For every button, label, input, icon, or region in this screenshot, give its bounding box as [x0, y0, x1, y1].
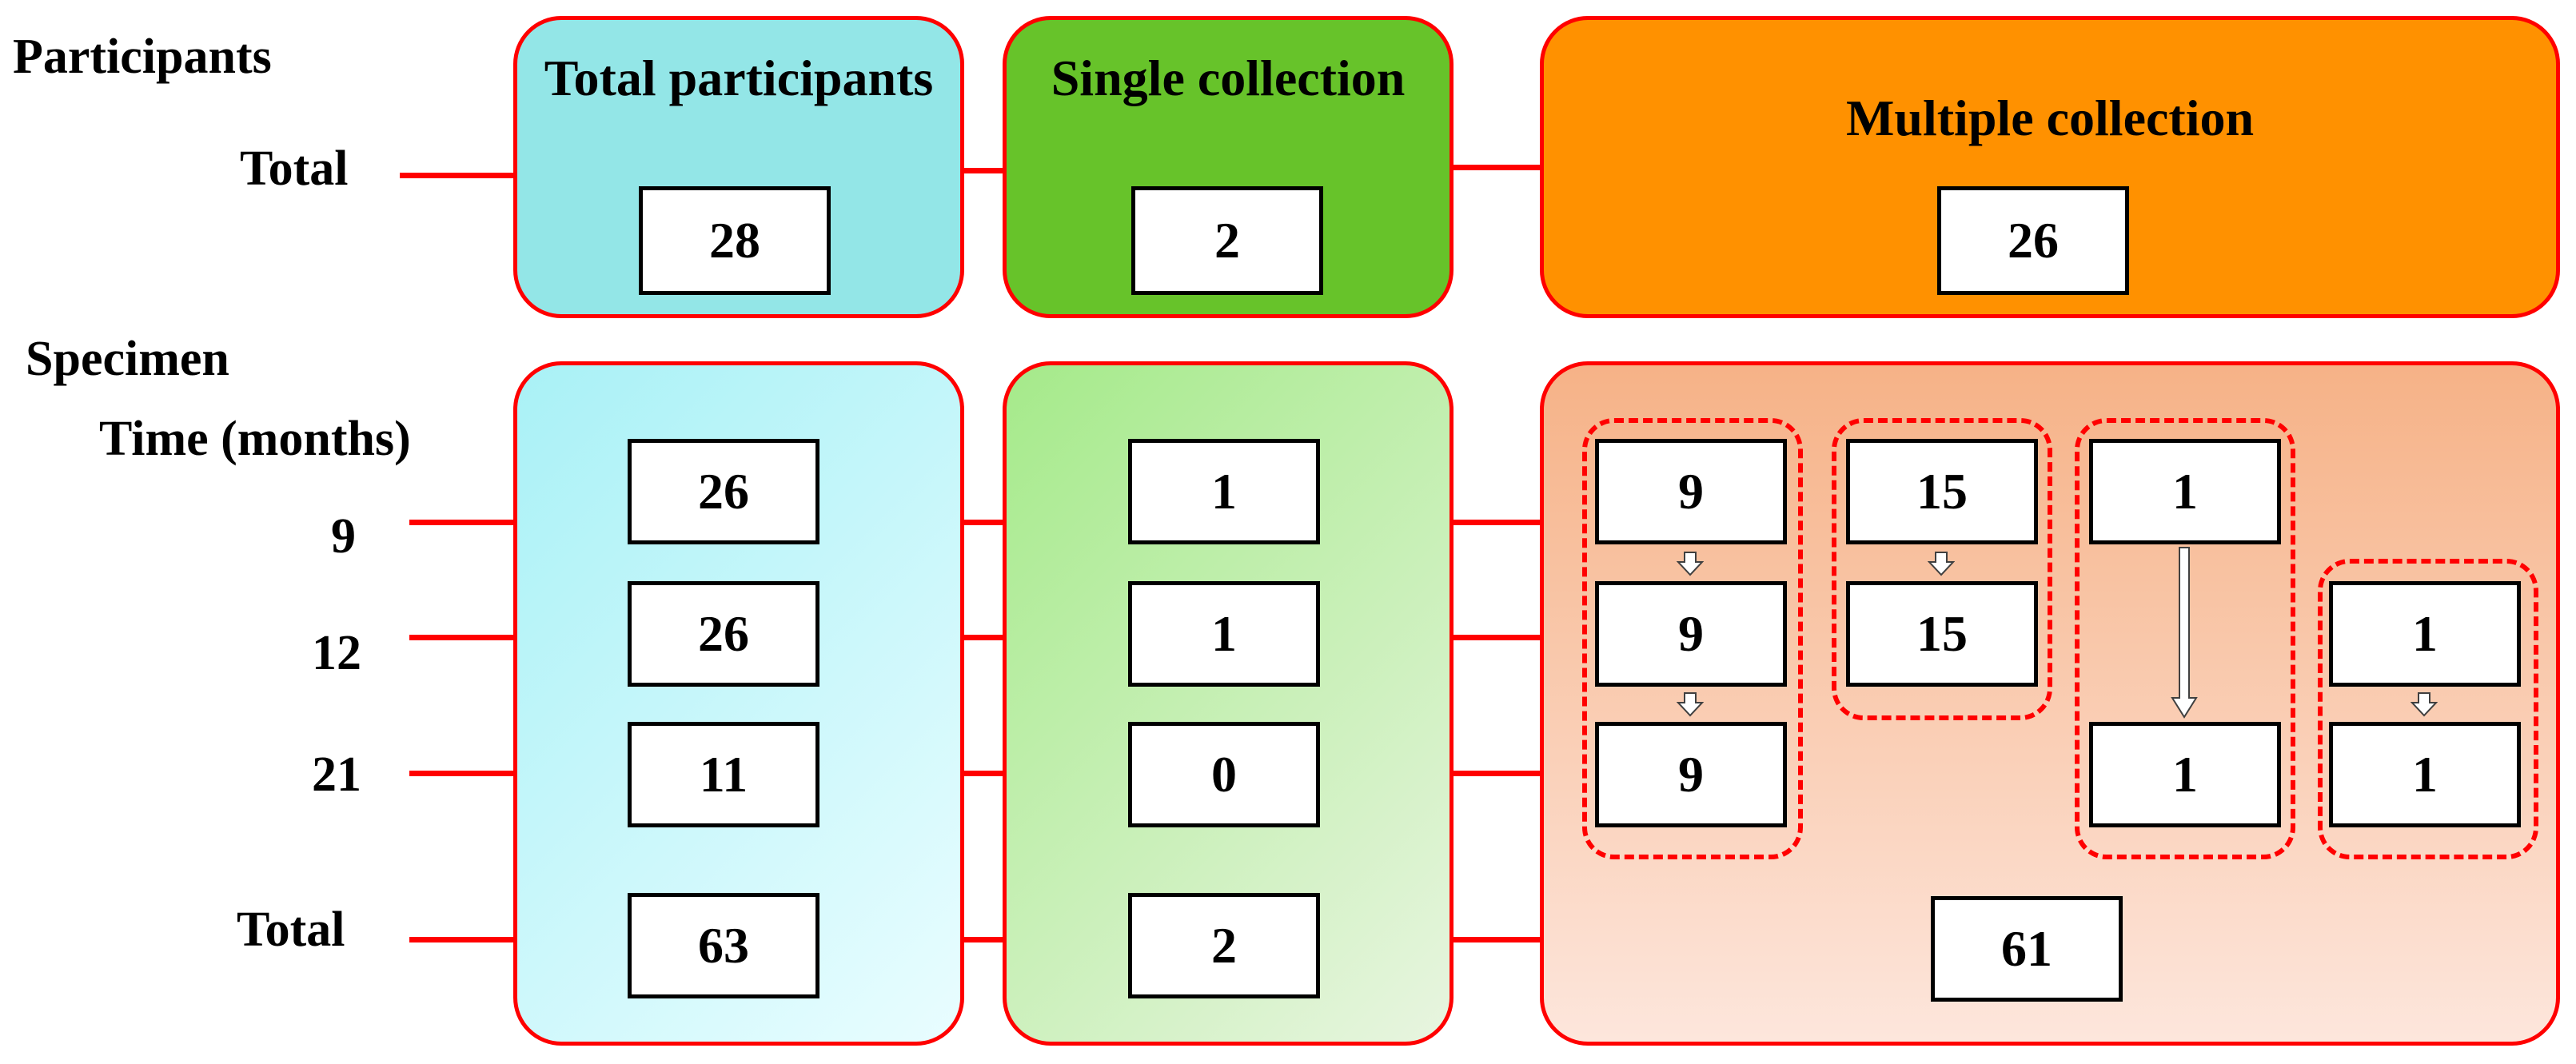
value-box-12: 1 — [2329, 581, 2521, 687]
value-box-21: 1 — [2329, 722, 2521, 827]
value-box-9: 1 — [1128, 439, 1320, 544]
value-box-9: 1 — [2089, 439, 2281, 544]
connector-line — [959, 168, 1007, 173]
specimen-single-panel: 1 1 0 2 — [1003, 361, 1453, 1046]
value-box-21: 11 — [628, 722, 819, 827]
cohort-group-a — [1582, 418, 1803, 859]
value-box-12: 9 — [1595, 581, 1787, 687]
total-participants-panel: Total participants 28 — [513, 16, 964, 318]
connector-line — [409, 937, 520, 942]
specimen-multiple-panel: 9 9 9 15 15 1 1 1 1 61 — [1540, 361, 2560, 1046]
time-9-label: 9 — [331, 509, 356, 564]
time-21-label: 21 — [312, 747, 361, 802]
down-arrow-icon — [2411, 692, 2438, 717]
connector-line — [409, 520, 520, 525]
down-arrow-icon — [1677, 552, 1704, 576]
value-box-9: 15 — [1846, 439, 2038, 544]
value-box: 26 — [1937, 186, 2129, 295]
panel-title: Total participants — [544, 50, 934, 106]
connector-line — [1452, 165, 1545, 170]
connector-line — [956, 520, 1007, 525]
connector-line — [1452, 520, 1545, 525]
connector-line — [1452, 635, 1545, 640]
connector-line — [1452, 937, 1545, 942]
connector-line — [409, 635, 520, 640]
down-arrow-icon — [1928, 552, 1955, 576]
value-box-21: 0 — [1128, 722, 1320, 827]
value-box: 2 — [1131, 186, 1323, 295]
long-down-arrow-icon — [2171, 547, 2198, 719]
specimen-total-panel: 26 26 11 63 — [513, 361, 964, 1046]
cohort-group-d — [2318, 559, 2538, 859]
connector-line — [409, 771, 520, 776]
specimen-label: Specimen — [26, 332, 229, 386]
multiple-collection-panel: Multiple collection 26 — [1540, 16, 2560, 318]
value-box-total: 63 — [628, 893, 819, 998]
cohort-group-c — [2075, 418, 2295, 859]
down-arrow-icon — [1677, 692, 1704, 717]
panel-title: Single collection — [1051, 50, 1406, 106]
value-box-21: 1 — [2089, 722, 2281, 827]
value-box-12: 26 — [628, 581, 819, 687]
time-12-label: 12 — [312, 626, 361, 680]
value-box-12: 15 — [1846, 581, 2038, 687]
time-months-label: Time (months) — [99, 412, 411, 466]
value-box-total: 61 — [1931, 896, 2123, 1002]
cohort-group-b — [1832, 418, 2052, 720]
value-box: 28 — [639, 186, 831, 295]
value-box-9: 26 — [628, 439, 819, 544]
connector-line — [956, 635, 1007, 640]
connector-line — [956, 771, 1007, 776]
total-bottom-label: Total — [237, 903, 345, 957]
panel-title: Multiple collection — [1845, 90, 2255, 146]
participants-label: Participants — [13, 30, 272, 84]
value-box-21: 9 — [1595, 722, 1787, 827]
total-top-label: Total — [240, 141, 349, 196]
connector-line — [956, 937, 1007, 942]
value-box-9: 9 — [1595, 439, 1787, 544]
value-box-total: 2 — [1128, 893, 1320, 998]
value-box-12: 1 — [1128, 581, 1320, 687]
single-collection-panel: Single collection 2 — [1003, 16, 1453, 318]
connector-line — [1452, 771, 1545, 776]
connector-line — [400, 173, 520, 178]
